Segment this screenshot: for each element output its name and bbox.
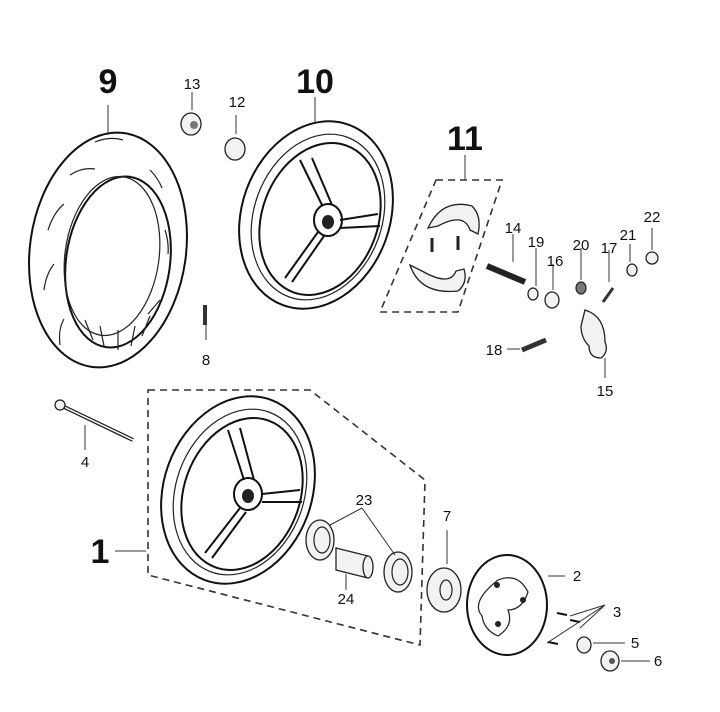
callout-15: 15 (597, 383, 614, 400)
callout-22: 22 (644, 209, 661, 226)
callout-23: 23 (356, 492, 373, 509)
axle-part (54, 399, 134, 442)
nut-6-part (600, 650, 620, 672)
callout-12: 12 (229, 94, 246, 111)
brake-arm-part (580, 309, 607, 359)
assembly-boundary-11 (378, 179, 504, 313)
callout-13: 13 (184, 76, 201, 93)
callout-14: 14 (505, 220, 522, 237)
bearing-left (305, 519, 335, 561)
callout-6: 6 (654, 653, 662, 670)
washer-5-part (576, 636, 592, 654)
nut-13-part (180, 112, 202, 136)
callout-7: 7 (443, 508, 451, 525)
callout-20: 20 (573, 237, 590, 254)
brake-shoes-part (408, 203, 480, 293)
spring-part (521, 337, 547, 353)
bolt-17-part (601, 287, 615, 303)
washer-12-part (224, 137, 246, 161)
callout-21: 21 (620, 227, 637, 244)
callout-8: 8 (202, 352, 210, 369)
disc-bolts-part (547, 612, 581, 645)
felt-seal-16-part (544, 291, 560, 309)
callout-5: 5 (631, 635, 639, 652)
callout-16: 16 (547, 253, 564, 270)
callout-4: 4 (81, 454, 89, 471)
tire-part (28, 131, 188, 369)
bearing-right (383, 551, 413, 593)
brake-cam-part (485, 263, 527, 285)
spacer-part (426, 567, 462, 613)
nut-22-part (645, 251, 659, 265)
brake-disc-part (466, 554, 548, 656)
callout-24: 24 (338, 591, 355, 608)
callout-2: 2 (573, 568, 581, 585)
front-wheel-part (160, 395, 316, 585)
distance-collar-part (335, 547, 374, 579)
callout-17: 17 (601, 240, 618, 257)
nut-21-part (626, 263, 638, 277)
callout-9: 9 (99, 63, 118, 101)
washer-19-part (527, 287, 539, 301)
callout-10: 10 (296, 63, 334, 101)
rim-part (238, 120, 394, 310)
indicator-20-part (575, 281, 587, 295)
callout-3: 3 (613, 604, 621, 621)
callout-1: 1 (91, 533, 110, 571)
callout-11: 11 (447, 120, 483, 158)
callout-19: 19 (528, 234, 545, 251)
leader-lines (84, 92, 653, 662)
callout-18: 18 (486, 342, 503, 359)
assembly-boundary-1 (147, 389, 426, 647)
